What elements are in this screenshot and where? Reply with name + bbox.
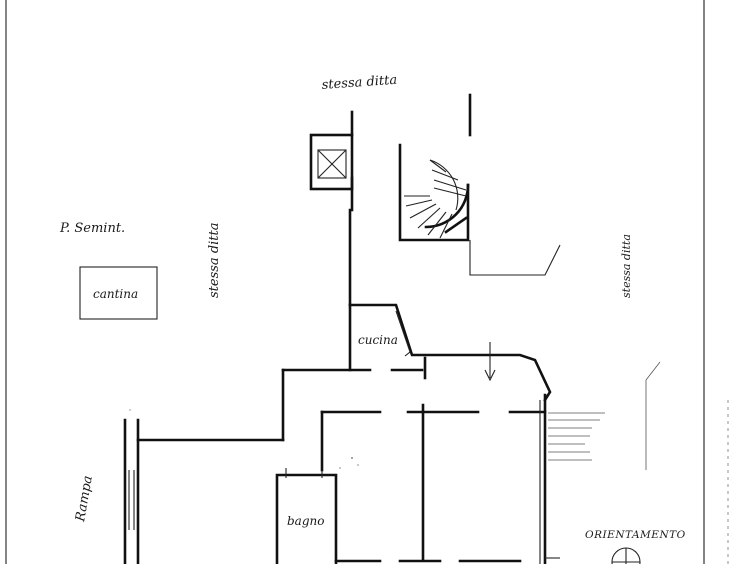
light-curve-right (645, 361, 661, 470)
cucina-outline (348, 303, 552, 402)
label-cucina: cucina (358, 333, 398, 347)
label-cantina: cantina (93, 287, 138, 301)
label-orientamento: ORIENTAMENTO (585, 529, 686, 541)
wall-stair-lower (469, 240, 561, 276)
label-stessa-ditta-top: stessa ditta (321, 73, 397, 93)
balcony-lines (548, 412, 605, 461)
cantina-box (79, 266, 158, 320)
rampa-wall (123, 418, 140, 564)
label-bagno: bagno (287, 514, 324, 528)
north-arrow-mark (484, 342, 496, 382)
speckle-marks (129, 409, 359, 469)
bagno-outline (275, 473, 338, 564)
elevator-shaft (309, 133, 354, 191)
staircase (398, 143, 470, 242)
cucina-inner-line (395, 310, 411, 357)
label-floor-level: P. Semint. (59, 221, 125, 236)
label-stessa-ditta-left: stessa ditta (207, 223, 222, 299)
label-stessa-ditta-right: stessa ditta (620, 234, 633, 298)
label-rampa: Rampa (73, 475, 96, 524)
compass-icon (611, 547, 641, 564)
